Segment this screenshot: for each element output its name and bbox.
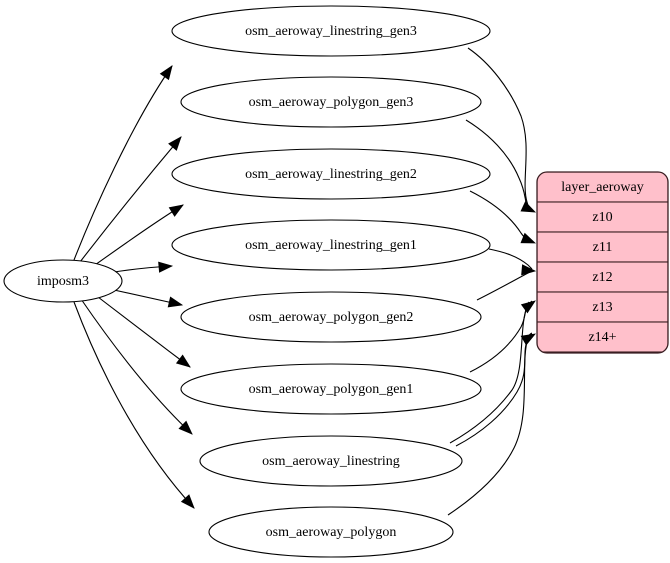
edge-imposm3-to-osm_aeroway_linestring_gen3 <box>73 65 173 261</box>
arrowhead-to-osm_aeroway_polygon_gen1 <box>175 354 191 368</box>
node-label: imposm3 <box>37 274 89 289</box>
node-osm_aeroway_linestring_gen3[interactable]: osm_aeroway_linestring_gen3 <box>171 5 491 57</box>
node-shape-ellipse[interactable] <box>180 363 482 415</box>
node-osm_aeroway_polygon_gen3[interactable]: osm_aeroway_polygon_gen3 <box>180 76 482 128</box>
arrowhead-to-z13 <box>520 300 536 314</box>
table-header-label: layer_aeroway <box>561 180 643 195</box>
edge-imposm3-to-osm_aeroway_polygon <box>73 301 195 509</box>
arrowhead-triangle <box>520 201 537 213</box>
node-shape-ellipse[interactable] <box>171 5 491 57</box>
arrowhead-to-osm_aeroway_linestring_gen2 <box>168 204 184 217</box>
arrowhead-triangle <box>520 300 536 314</box>
arrowhead-triangle <box>159 65 173 81</box>
arrowhead-triangle <box>521 264 537 276</box>
arrowhead-triangle <box>158 261 174 273</box>
table-row-label-z14plus: z14+ <box>588 330 616 345</box>
arrowhead-triangle <box>168 136 182 151</box>
node-imposm3[interactable]: imposm3 <box>3 259 123 303</box>
edge-osm_aeroway_polygon_gen2-to-z12 <box>476 270 533 301</box>
arrowhead-triangle <box>520 232 537 244</box>
node-shape-ellipse[interactable] <box>171 148 491 200</box>
layer-aeroway-table[interactable]: layer_aeroway z10 z11 z12 z13 z14+ <box>536 171 669 354</box>
edge-osm_aeroway_linestring_gen3-to-z10 <box>467 47 534 212</box>
table-row-label-z12: z12 <box>592 270 612 285</box>
node-osm_aeroway_polygon_gen1[interactable]: osm_aeroway_polygon_gen1 <box>180 363 482 415</box>
edge-osm_aeroway_polygon_gen3-to-z10 <box>465 119 530 210</box>
node-shape-ellipse[interactable] <box>180 76 482 128</box>
arrowhead-triangle <box>168 204 184 217</box>
node-label: osm_aeroway_linestring <box>262 454 400 469</box>
node-label: osm_aeroway_linestring_gen1 <box>245 238 417 253</box>
node-label: osm_aeroway_linestring_gen3 <box>245 24 417 39</box>
table-row-label-z11: z11 <box>593 240 613 255</box>
arrowhead-triangle <box>178 420 193 435</box>
node-osm_aeroway_linestring_gen1[interactable]: osm_aeroway_linestring_gen1 <box>171 219 491 271</box>
table-row-z13[interactable] <box>537 291 668 323</box>
arrowhead-to-z10 <box>520 201 537 213</box>
arrowhead-to-osm_aeroway_polygon_gen2 <box>167 296 184 308</box>
node-label: osm_aeroway_linestring_gen2 <box>245 167 417 182</box>
arrowhead-to-osm_aeroway_linestring_gen3 <box>159 65 173 81</box>
node-osm_aeroway_polygon_gen2[interactable]: osm_aeroway_polygon_gen2 <box>180 291 482 343</box>
table-row-z10[interactable] <box>537 201 668 233</box>
arrowhead-to-osm_aeroway_linestring <box>178 420 193 435</box>
node-osm_aeroway_linestring[interactable]: osm_aeroway_linestring <box>199 435 463 487</box>
edge-imposm3-to-osm_aeroway_polygon_gen3 <box>79 136 182 263</box>
arrowhead-to-z14plus <box>520 333 536 346</box>
arrowhead-to-z12 <box>521 264 537 276</box>
table-outline <box>536 171 669 354</box>
arrowhead-to-osm_aeroway_linestring_gen1 <box>158 261 174 273</box>
arrowhead-triangle <box>180 494 195 509</box>
node-shape-ellipse[interactable] <box>180 291 482 343</box>
edge-imposm3-to-osm_aeroway_linestring_gen2 <box>94 204 184 266</box>
node-shape-ellipse[interactable] <box>3 259 123 303</box>
table-row-label-z13: z13 <box>592 300 612 315</box>
arrowhead-triangle <box>167 296 184 308</box>
table-row-label-z10: z10 <box>592 210 612 225</box>
nodes-layer: osm_aeroway_linestring_gen3 osm_aeroway_p… <box>171 5 491 558</box>
node-osm_aeroway_polygon[interactable]: osm_aeroway_polygon <box>208 506 454 558</box>
node-shape-ellipse[interactable] <box>199 435 463 487</box>
node-label: osm_aeroway_polygon <box>266 525 397 540</box>
table-row-z12[interactable] <box>537 261 668 293</box>
table-row-z14plus[interactable] <box>537 321 668 353</box>
table-cells <box>537 172 668 353</box>
arrowhead-to-osm_aeroway_polygon <box>180 494 195 509</box>
arrowhead-to-z11 <box>520 232 537 244</box>
node-shape-ellipse[interactable] <box>171 219 491 271</box>
source-node-layer: imposm3 <box>3 259 123 303</box>
edge-osm_aeroway_linestring_gen1-to-z12 <box>488 248 533 270</box>
edge-osm_aeroway_linestring_gen2-to-z11 <box>469 190 532 243</box>
node-shape-ellipse[interactable] <box>208 506 454 558</box>
arrowheads-layer <box>158 65 537 509</box>
arrowhead-triangle <box>175 354 191 368</box>
node-osm_aeroway_linestring_gen2[interactable]: osm_aeroway_linestring_gen2 <box>171 148 491 200</box>
edge-imposm3-to-osm_aeroway_polygon_gen1 <box>97 296 191 368</box>
edge-osm_aeroway_polygon-to-z14plus <box>447 333 533 516</box>
node-label: osm_aeroway_polygon_gen1 <box>249 382 414 397</box>
edge-imposm3-to-osm_aeroway_linestring <box>80 298 193 435</box>
arrowhead-triangle <box>520 333 536 346</box>
node-label: osm_aeroway_polygon_gen3 <box>249 95 414 110</box>
node-label: osm_aeroway_polygon_gen2 <box>249 310 414 325</box>
arrowhead-to-osm_aeroway_polygon_gen3 <box>168 136 182 151</box>
